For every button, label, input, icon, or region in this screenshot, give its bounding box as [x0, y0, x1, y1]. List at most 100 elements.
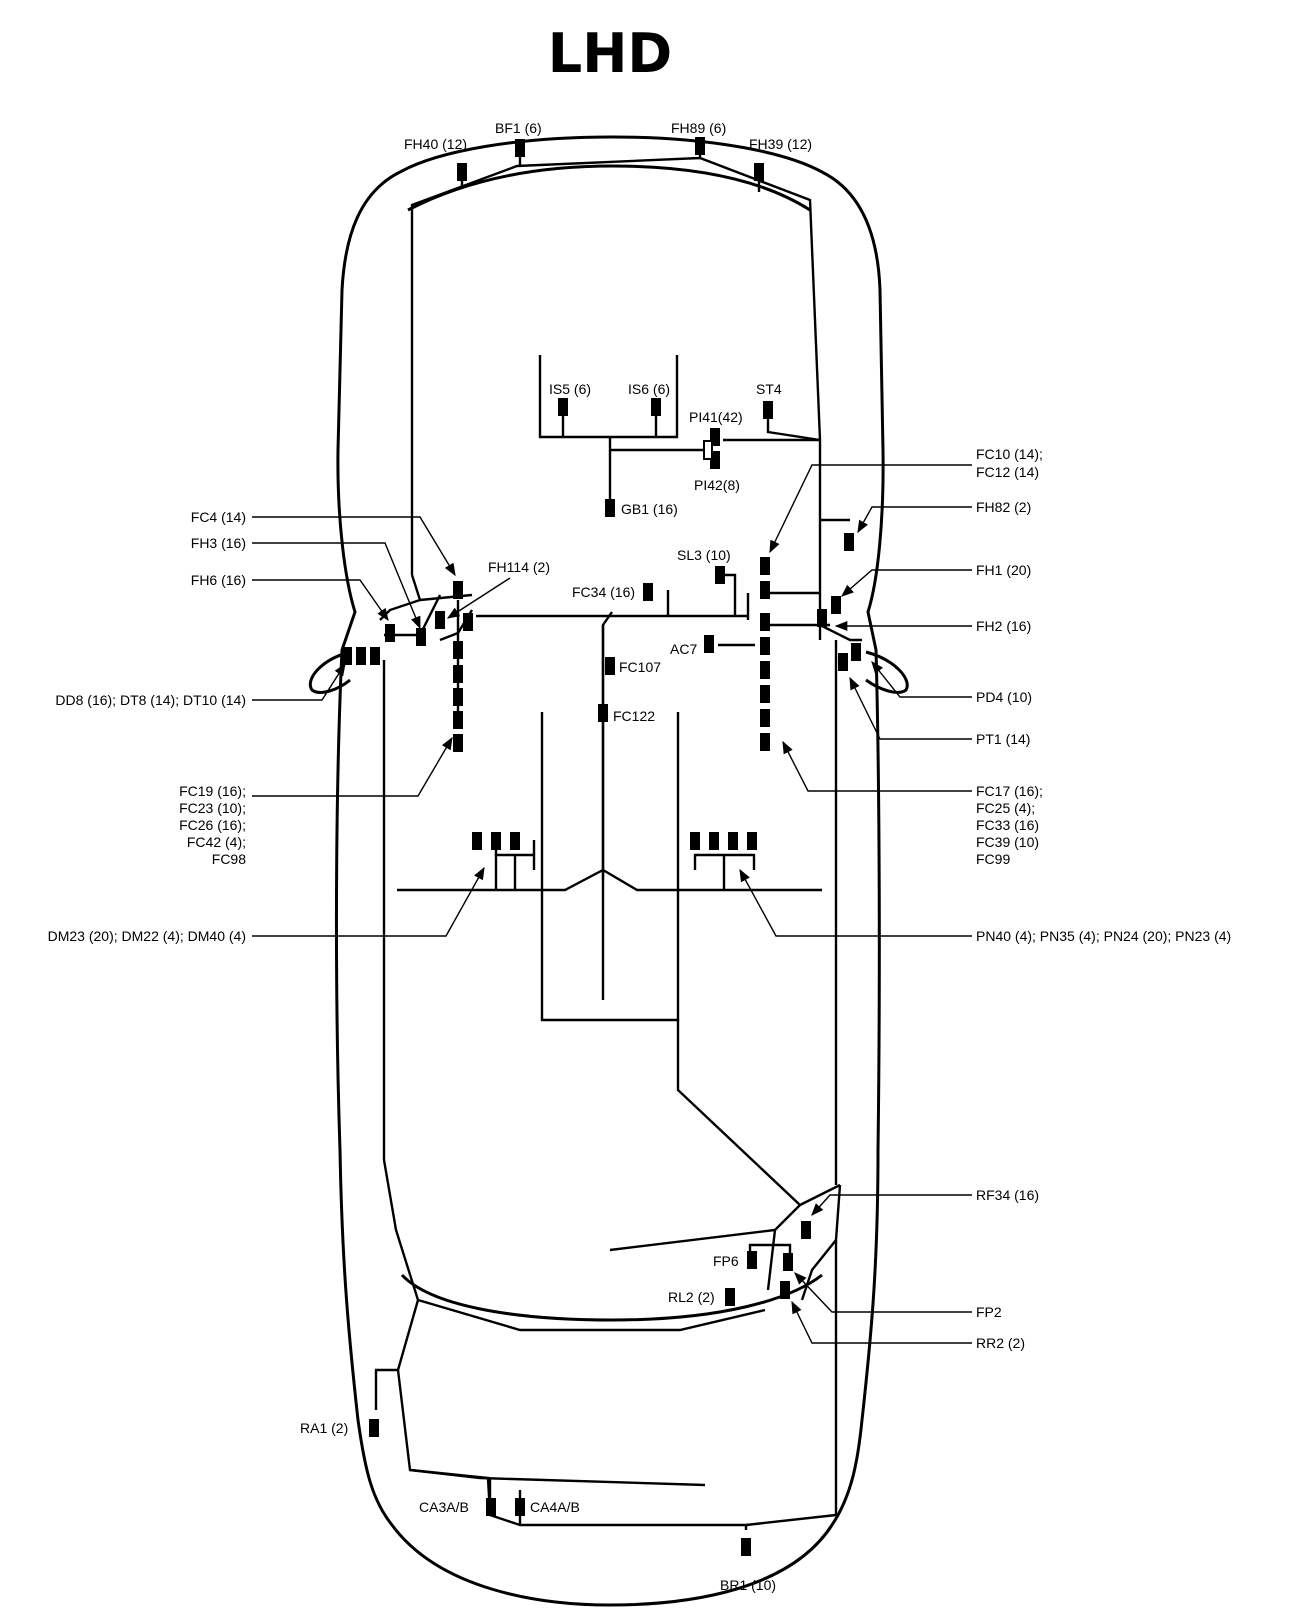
connector-pn24 — [728, 832, 738, 850]
label-fc107: FC107 — [619, 659, 661, 675]
label-fc19: FC19 (16); — [179, 783, 246, 799]
label-sl3: SL3 (10) — [677, 547, 731, 563]
connector-fh39 — [754, 163, 764, 181]
connector-fc122 — [598, 704, 608, 722]
connector-fc39 — [760, 709, 770, 727]
label-fc42: FC42 (4); — [187, 834, 246, 850]
connector-fc99 — [760, 733, 770, 751]
left-side-harness — [379, 574, 474, 1301]
connector-rf34 — [801, 1221, 811, 1239]
connector-br1 — [741, 1538, 751, 1556]
label-fc10: FC10 (14); — [976, 446, 1043, 462]
connector-is5 — [558, 398, 568, 416]
connector-fh3 — [416, 628, 426, 646]
label-fp2: FP2 — [976, 1304, 1002, 1320]
connector-fc4 — [453, 581, 463, 599]
connector-ra1 — [369, 1419, 379, 1437]
label-fh2: FH2 (16) — [976, 618, 1031, 634]
connector-fh114-a — [463, 613, 473, 631]
label-fh40: FH40 (12) — [404, 136, 467, 152]
label-ca4: CA4A/B — [530, 1499, 580, 1515]
label-ca3: CA3A/B — [419, 1499, 469, 1515]
connector-pi41-body — [703, 440, 713, 460]
connector-fc33 — [760, 685, 770, 703]
label-fh39: FH39 (12) — [749, 136, 812, 152]
floor-harness — [397, 712, 842, 1515]
connector-fc26 — [453, 688, 463, 706]
connector-dd8 — [342, 647, 352, 665]
connector-fc17 — [760, 637, 770, 655]
label-fc99: FC99 — [976, 851, 1010, 867]
connector-fc107 — [605, 657, 615, 675]
label-is6: IS6 (6) — [628, 381, 670, 397]
label-fc17: FC17 (16); — [976, 783, 1043, 799]
label-rf34: RF34 (16) — [976, 1187, 1039, 1203]
connector-pn40 — [690, 832, 700, 850]
label-gb1: GB1 (16) — [621, 501, 678, 517]
label-pt1: PT1 (14) — [976, 731, 1030, 747]
connector-dm40 — [510, 832, 520, 850]
connector-dt8 — [356, 647, 366, 665]
connector-bf1 — [515, 139, 525, 157]
rear-harness — [374, 1299, 837, 1530]
label-st4: ST4 — [756, 381, 782, 397]
connector-rl2 — [725, 1288, 735, 1306]
connector-rr2 — [780, 1281, 790, 1299]
connector-fc42 — [453, 711, 463, 729]
connector-fc25 — [760, 661, 770, 679]
connector-fp2 — [783, 1253, 793, 1271]
connector-fc12 — [760, 581, 770, 599]
label-ra1: RA1 (2) — [300, 1420, 348, 1436]
connector-pn23 — [747, 832, 757, 850]
label-ac7: AC7 — [670, 641, 697, 657]
connector-fh82 — [844, 533, 854, 551]
label-dm: DM23 (20); DM22 (4); DM40 (4) — [48, 928, 246, 944]
connector-dt10 — [370, 647, 380, 665]
label-pn: PN40 (4); PN35 (4); PN24 (20); PN23 (4) — [976, 928, 1231, 944]
connector-dm23 — [472, 832, 482, 850]
label-fh6: FH6 (16) — [191, 572, 246, 588]
label-fc25: FC25 (4); — [976, 800, 1035, 816]
connector-fc34 — [643, 583, 653, 601]
label-pi42: PI42(8) — [694, 477, 740, 493]
connector-fc10 — [760, 557, 770, 575]
connector-is6 — [651, 398, 661, 416]
connector-dm22 — [491, 832, 501, 850]
leader-lines — [252, 464, 972, 1344]
connector-fc98 — [453, 734, 463, 752]
diagram-title: LHD — [548, 22, 672, 85]
connector-fp6 — [747, 1251, 757, 1269]
label-fc39: FC39 (10) — [976, 834, 1039, 850]
connector-gb1 — [605, 499, 615, 517]
connector-ac7 — [704, 635, 714, 653]
label-fp6: FP6 — [713, 1253, 739, 1269]
label-fc122: FC122 — [613, 708, 655, 724]
connector-pt1 — [838, 653, 848, 671]
label-fh3: FH3 (16) — [191, 535, 246, 551]
label-fc34: FC34 (16) — [572, 584, 635, 600]
label-dd8: DD8 (16); DT8 (14); DT10 (14) — [55, 692, 246, 708]
label-is5: IS5 (6) — [549, 381, 591, 397]
connector-fh6 — [385, 624, 395, 642]
connector-fh89 — [695, 137, 705, 155]
connector-ca3 — [486, 1498, 496, 1516]
connector-labels: FH40 (12) BF1 (6) FH89 (6) FH39 (12) IS5… — [48, 120, 1232, 1593]
connector-pn35 — [709, 832, 719, 850]
label-fc33: FC33 (16) — [976, 817, 1039, 833]
label-fc4: FC4 (14) — [191, 509, 246, 525]
label-rl2: RL2 (2) — [668, 1289, 715, 1305]
connectors — [342, 137, 861, 1556]
connector-fh114 — [435, 611, 445, 629]
connector-fc-right-main — [760, 613, 770, 631]
instrument-harness — [476, 355, 862, 1000]
connector-sl3 — [715, 566, 725, 584]
label-fc26: FC26 (16); — [179, 817, 246, 833]
label-fh82: FH82 (2) — [976, 499, 1031, 515]
label-fh89: FH89 (6) — [671, 120, 726, 136]
connector-fh2 — [817, 609, 827, 627]
label-bf1: BF1 (6) — [495, 120, 542, 136]
connector-ca4 — [515, 1498, 525, 1516]
label-fc23: FC23 (10); — [179, 800, 246, 816]
label-pd4: PD4 (10) — [976, 689, 1032, 705]
